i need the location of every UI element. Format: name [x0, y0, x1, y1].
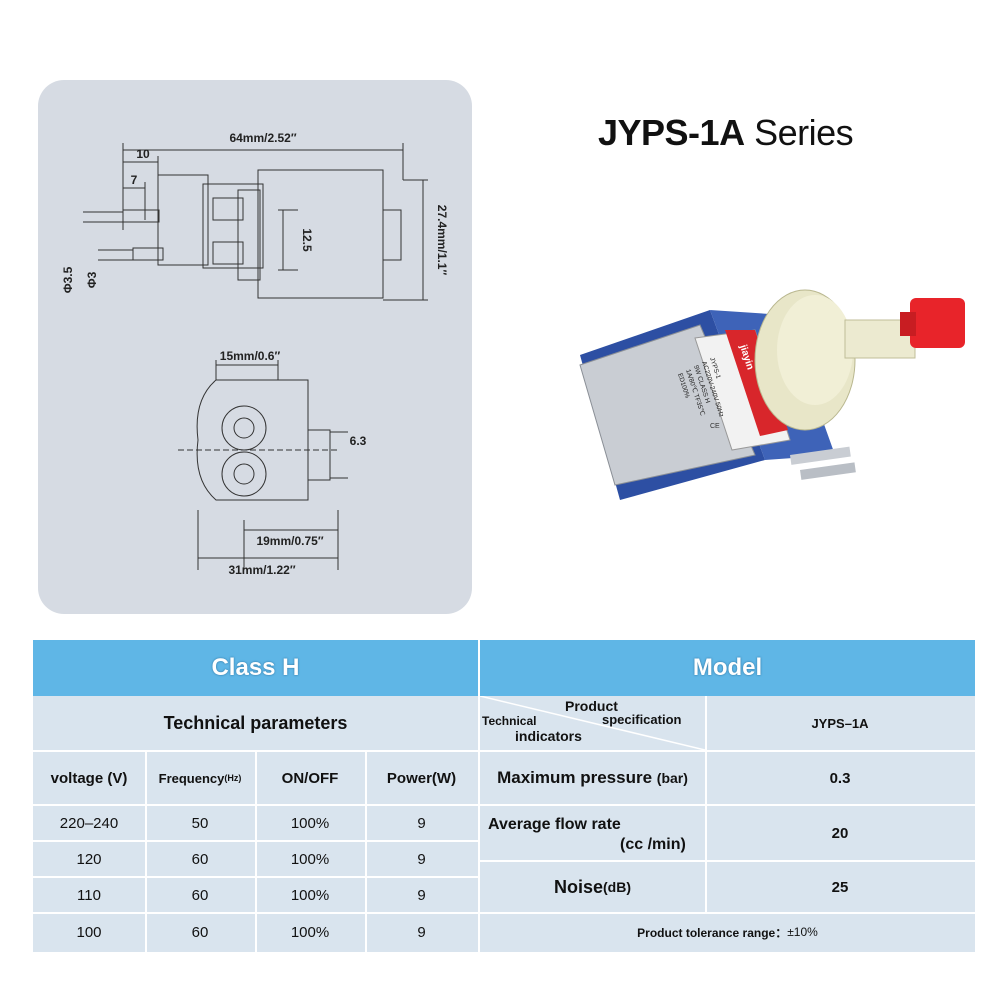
row4-voltage: 100 — [76, 923, 102, 941]
tolerance-value: ±10% — [787, 925, 818, 939]
col-voltage: voltage (V) — [50, 769, 128, 787]
flow-rate-text: Average flow rate — [488, 816, 621, 833]
series-title: JYPS-1A Series — [598, 112, 854, 154]
dim-31mm: 31mm/1.22″ — [228, 563, 295, 577]
col-onoff: ON/OFF — [281, 769, 339, 787]
series-title-sub: Series — [744, 112, 854, 153]
row3-voltage: 110 — [77, 886, 101, 904]
tolerance-label: Product tolerance range： — [637, 925, 788, 940]
class-header: Class H — [33, 640, 478, 696]
row2-freq: 60 — [191, 850, 209, 868]
photo-cert: CE — [710, 423, 720, 430]
row2-voltage: 120 — [76, 850, 102, 868]
row1-freq: 50 — [191, 814, 209, 832]
diag-technical: Technical — [482, 714, 537, 728]
dim-phi3: Φ3 — [85, 271, 99, 288]
dim-19mm: 19mm/0.75″ — [256, 534, 323, 548]
spec-table: Class H Model Technical parameters volta… — [33, 640, 975, 952]
row2-onoff: 100% — [290, 850, 330, 868]
dim-12-5: 12.5 — [300, 228, 314, 252]
noise-value: 25 — [831, 878, 849, 896]
diag-indicators: indicators — [515, 728, 582, 744]
row3-onoff: 100% — [290, 886, 330, 904]
model-header: Model — [480, 640, 975, 696]
flow-rate-label: Average flow rate (cc /min) — [480, 806, 705, 860]
row1-power: 9 — [417, 814, 426, 832]
dim-phi35: Φ3.5 — [61, 266, 75, 293]
diag-product: Product — [565, 698, 618, 714]
max-pressure-text: Maximum pressure — [497, 768, 653, 787]
row1-voltage: 220–240 — [59, 814, 119, 832]
dim-7: 7 — [131, 173, 138, 187]
col-frequency-unit: (Hz) — [224, 773, 242, 783]
max-pressure-label: Maximum pressure (bar) — [480, 752, 705, 804]
product-photo: jiayin JYPS-1 AC220V-240V 50Hz 9W CLASS … — [579, 289, 965, 500]
diag-specification: specification — [602, 712, 682, 727]
series-title-main: JYPS-1A — [598, 112, 745, 153]
row1-onoff: 100% — [290, 814, 330, 832]
dim-15mm: 15mm/0.6″ — [220, 349, 281, 363]
noise-label: Noise(dB) — [480, 862, 705, 912]
technical-drawing: 64mm/2.52″ 10 7 Φ3.5 Φ3 12.5 27.4mm/1.1″… — [61, 131, 449, 577]
row4-onoff: 100% — [290, 923, 330, 941]
row4-power: 9 — [417, 923, 426, 941]
technical-parameters-heading: Technical parameters — [163, 712, 348, 733]
row3-freq: 60 — [191, 886, 209, 904]
flow-rate-unit: (cc /min) — [620, 836, 686, 853]
row2-power: 9 — [417, 850, 426, 868]
row4-freq: 60 — [191, 923, 209, 941]
model-value: JYPS–1A — [811, 715, 869, 731]
diagonal-header-cell: Product specification Technical indicato… — [480, 696, 705, 750]
col-power: Power(W) — [386, 769, 457, 787]
max-pressure-unit: (bar) — [656, 770, 688, 786]
row3-power: 9 — [417, 886, 426, 904]
tolerance-note: Product tolerance range：±10% — [480, 914, 975, 950]
technical-drawing-panel: 64mm/2.52″ 10 7 Φ3.5 Φ3 12.5 27.4mm/1.1″… — [38, 80, 472, 614]
dim-length: 64mm/2.52″ — [229, 131, 296, 145]
col-frequency-label: Frequency — [158, 770, 225, 786]
dim-10: 10 — [136, 147, 150, 161]
flow-rate-value: 20 — [831, 824, 849, 842]
dim-height: 27.4mm/1.1″ — [435, 205, 449, 276]
max-pressure-value: 0.3 — [829, 769, 851, 787]
noise-unit: (dB) — [603, 879, 632, 895]
noise-text: Noise — [553, 876, 604, 897]
dim-6-3: 6.3 — [350, 434, 367, 448]
col-frequency: Frequency(Hz) — [145, 752, 255, 804]
